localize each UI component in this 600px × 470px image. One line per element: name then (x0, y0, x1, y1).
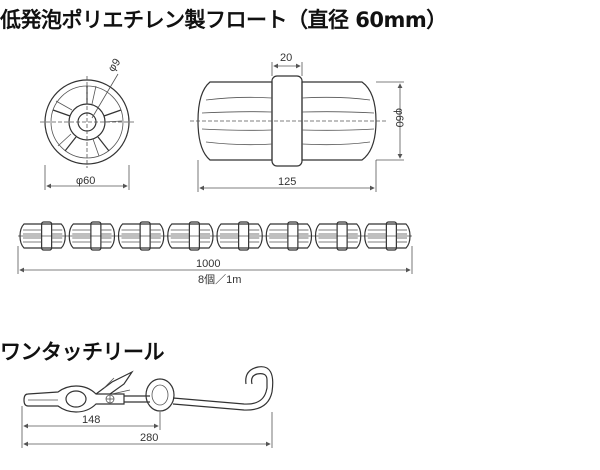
float-section-title: 低発泡ポリエチレン製フロート（直径 60mm） (0, 8, 447, 32)
band-width-label: 20 (280, 52, 292, 64)
chain-float (167, 221, 214, 251)
reel-long-dimension-label: 280 (140, 432, 158, 444)
reel-section-title: ワンタッチリール (0, 340, 165, 364)
float-front-view: φ9 φ60 (40, 56, 134, 190)
front-diameter-label: φ60 (76, 175, 95, 187)
reel-short-dimension-label: 148 (82, 414, 100, 426)
side-diameter-label: φ60 (393, 108, 405, 127)
chain-float (364, 221, 411, 251)
float-side-view: 20 125 φ60 (190, 52, 405, 192)
reel-drawing: 148 280 (21, 366, 274, 448)
chain-float (68, 221, 116, 251)
chain-float (314, 221, 362, 251)
hole-diameter-label: φ9 (106, 56, 123, 74)
chain-dimensions: 1000 8個／1m (17, 246, 413, 286)
float-length-label: 125 (278, 176, 296, 188)
chain-length-label: 1000 (196, 258, 220, 270)
chain-float (216, 221, 263, 251)
chain-float (265, 221, 313, 251)
chain-float (117, 221, 165, 251)
chain-float (19, 221, 66, 251)
float-count-label: 8個／1m (198, 273, 241, 286)
float-chain (18, 221, 412, 251)
